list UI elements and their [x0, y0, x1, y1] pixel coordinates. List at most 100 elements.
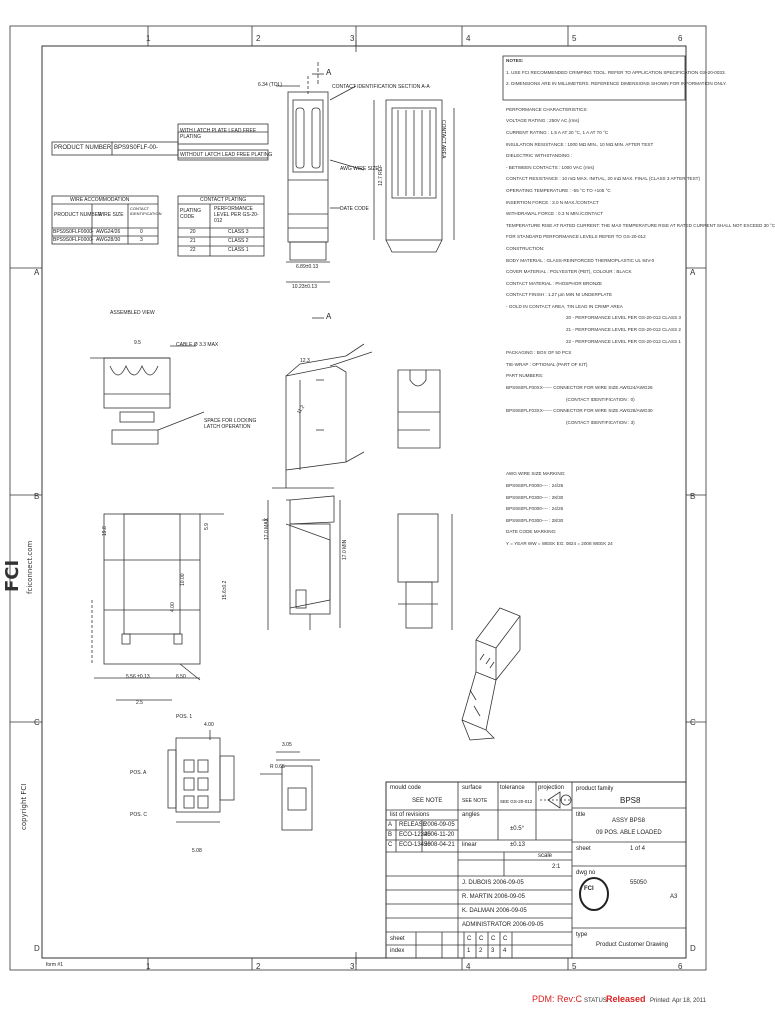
inner-border [41, 45, 687, 959]
tb-rev-b-desc: ECO-12345 [399, 832, 431, 838]
tb-logo: FCI [584, 886, 594, 892]
note-line: BPS9S0FLF03XX------ CONNECTOR FOR WIRE S… [506, 408, 653, 414]
note-line: 2. DIMENSIONS ARE IN MILLIMETERS. REFERE… [506, 81, 727, 87]
wire-header-contact: CONTACT IDENTIFICATION [130, 206, 162, 216]
tb-approved: K. DALMAN 2006-09-05 [462, 908, 527, 914]
note-line: 20 - PERFORMANCE LEVEL PER GS-20-012 CLA… [566, 315, 681, 321]
note-line: BPS9S0FLF0000---- : 24/26 [506, 506, 564, 512]
zone-bottom-1: 1 [146, 962, 151, 971]
label-pos-a: POS. A [130, 770, 147, 776]
section-marker-bottom: A [326, 312, 332, 321]
plating-row-3-level: CLASS 1 [228, 247, 249, 253]
label-assembled-view: ASSEMBLED VIEW [110, 310, 155, 316]
product-option-1: WITH LATCH PLATE LEAD FREE PLATING [180, 128, 257, 140]
label-contact-area: CONTACT AREA [440, 120, 446, 159]
note-line: CONTACT RESISTANCE : 10 mΩ MAX. INITIAL,… [506, 176, 700, 182]
outer-border [9, 25, 707, 971]
plating-header-level: PERFORMANCE LEVEL PER GS-20-012 [214, 206, 259, 224]
note-line: COVER MATERIAL : POLYESTER (PBT), COLOUR… [506, 269, 632, 275]
wire-row-1-size: AWG24/26 [96, 229, 121, 235]
tb-sheet-num-3: 3 [491, 948, 495, 954]
note-line: FOR STANDARD PERFORMANCE LEVELS REFER TO… [506, 234, 646, 240]
tb-angles: ±0.5° [510, 826, 525, 832]
wire-row-1-product: BPS9S0FLF0000- [53, 229, 94, 235]
label-date-code: DATE CODE [340, 206, 369, 212]
section-marker-top: A [326, 68, 332, 77]
note-line: CONTACT FINISH : 1.27 µm MIN NI UNDERPLA… [506, 292, 613, 298]
fci-logo-icon [579, 877, 609, 911]
footer-form: form #1 [46, 962, 63, 968]
tb-checked: R. MARTIN 2006-09-05 [462, 894, 525, 900]
note-line: 21 - PERFORMANCE LEVEL PER GS-20-012 CLA… [566, 327, 681, 333]
notes-title: NOTES: [506, 58, 524, 63]
dim-12-3: 12.3 [300, 358, 310, 364]
tb-mould-code-label: mould code [390, 785, 422, 791]
label-space-locking: SPACE FOR LOCKING LATCH OPERATION [204, 418, 257, 430]
note-line: BPS9S0FLF0000---- : 24/26 [506, 483, 564, 488]
tb-mould-code: SEE NOTE [412, 798, 443, 804]
note-line: 1. USE FCI RECOMMENDED CRIMPING TOOL. RE… [506, 69, 726, 75]
zone-bottom-6: 6 [678, 962, 683, 971]
footer-status-prefix: STATUS: [584, 998, 609, 1004]
note-line: (CONTACT IDENTIFICATION : 3) [566, 419, 635, 425]
note-line: - BETWEEN CONTACTS : 1000 VAC (rms) [506, 164, 595, 170]
note-line: VOLTAGE RATING : 250V AC (rms) [506, 118, 580, 124]
plating-title: CONTACT PLATING [200, 197, 247, 203]
tb-surface-label: surface [462, 785, 482, 791]
side-url: fciconnect.com [26, 540, 34, 594]
zone-top-1: 1 [146, 34, 151, 43]
zone-top-6: 6 [678, 34, 683, 43]
product-number-value: BPS9S0FLF-00- [114, 145, 159, 151]
wire-row-2-id: 3 [140, 237, 143, 243]
tb-sheet: 1 of 4 [630, 846, 646, 852]
tb-rev-a-letter: A [388, 822, 393, 828]
zone-left-a: A [34, 268, 40, 277]
note-line: CONSTRUCTION: [506, 245, 545, 251]
note-line: WITHDRAWAL FORCE : 0.3 N MIN./CONTACT [506, 211, 604, 217]
tb-sheet-rev-1: C [467, 936, 472, 942]
note-line: PACKAGING : BOX OF 50 PCS [506, 350, 572, 356]
wire-header-product: PRODUCT NUMBER [54, 212, 102, 218]
drawing-linework [9, 25, 707, 971]
dim-10-00: 10.00 [180, 573, 186, 586]
note-line: DIELECTRIC WITHSTANDING : [506, 153, 573, 159]
zone-top-4: 4 [466, 34, 471, 43]
tb-drawn: J. DUBOIS 2006-09-05 [462, 880, 524, 886]
zone-bottom-3: 3 [350, 962, 355, 971]
tb-size: A3 [670, 894, 678, 900]
tb-rev-a-date: 2006-09-05 [424, 822, 455, 828]
label-pos1: POS. 1 [176, 714, 193, 720]
tb-rev-a-desc: RELEASE [399, 822, 427, 828]
tb-rev-c-date: 2008-04-21 [424, 842, 455, 848]
note-line: INSERTION FORCE : 3.0 N MAX./CONTACT [506, 199, 599, 205]
note-line: - GOLD IN CONTACT AREA, TIN LEAD IN CRIM… [506, 303, 623, 309]
dim-r-0-65: R 0.65 [270, 764, 285, 770]
drawing-sheet: 1 2 3 4 5 6 1 2 3 4 5 6 A B C D A B C D … [2, 25, 775, 1004]
tb-product-family-label: product family [576, 786, 614, 792]
product-option-2: WITHOUT LATCH LEAD FREE PLATING [180, 152, 273, 158]
zone-left-b: B [34, 492, 40, 501]
tb-linear: ±0.13 [510, 842, 525, 848]
dim-6-89: 6.89±0.13 [296, 264, 319, 270]
tb-product-family: BPS8 [620, 796, 641, 805]
zone-right-d: D [690, 944, 696, 953]
note-line: CURRENT RATING : 1.5 A AT 20 °C, 1 A AT … [506, 129, 609, 135]
zone-top-2: 2 [256, 34, 261, 43]
footer-printed: Printed: Apr 18, 2011 [650, 998, 706, 1004]
note-line: BPS9S0FLF00XX------ CONNECTOR FOR WIRE S… [506, 385, 653, 391]
zone-right-c: C [690, 718, 696, 727]
note-line: 22 - PERFORMANCE LEVEL PER GS-20-012 CLA… [566, 338, 681, 344]
tb-sheet-rev-4: C [503, 936, 508, 942]
dim-12-7-ref: 12.7 REF [378, 164, 384, 186]
note-line: Y = YEAR WW = WEEK EG: 0824 = 2008 WEEK … [506, 540, 613, 546]
dim-10-23: 10.23±0.13 [292, 284, 317, 290]
wire-row-1-id: 0 [140, 229, 143, 235]
note-line: BODY MATERIAL : GLASS-REINFORCED THERMOP… [506, 257, 655, 263]
dim-4-00b: 4.00 [204, 722, 214, 728]
note-line: TIE-WRAP : OPTIONAL (PART OF KIT) [506, 361, 588, 367]
tb-title-label: title [576, 812, 586, 818]
note-line: (CONTACT IDENTIFICATION : 0) [566, 396, 635, 402]
tb-sheet-num-2: 2 [479, 948, 483, 954]
zone-right-a: A [690, 268, 696, 277]
dim-15-6: 15.6±0.2 [222, 580, 228, 600]
